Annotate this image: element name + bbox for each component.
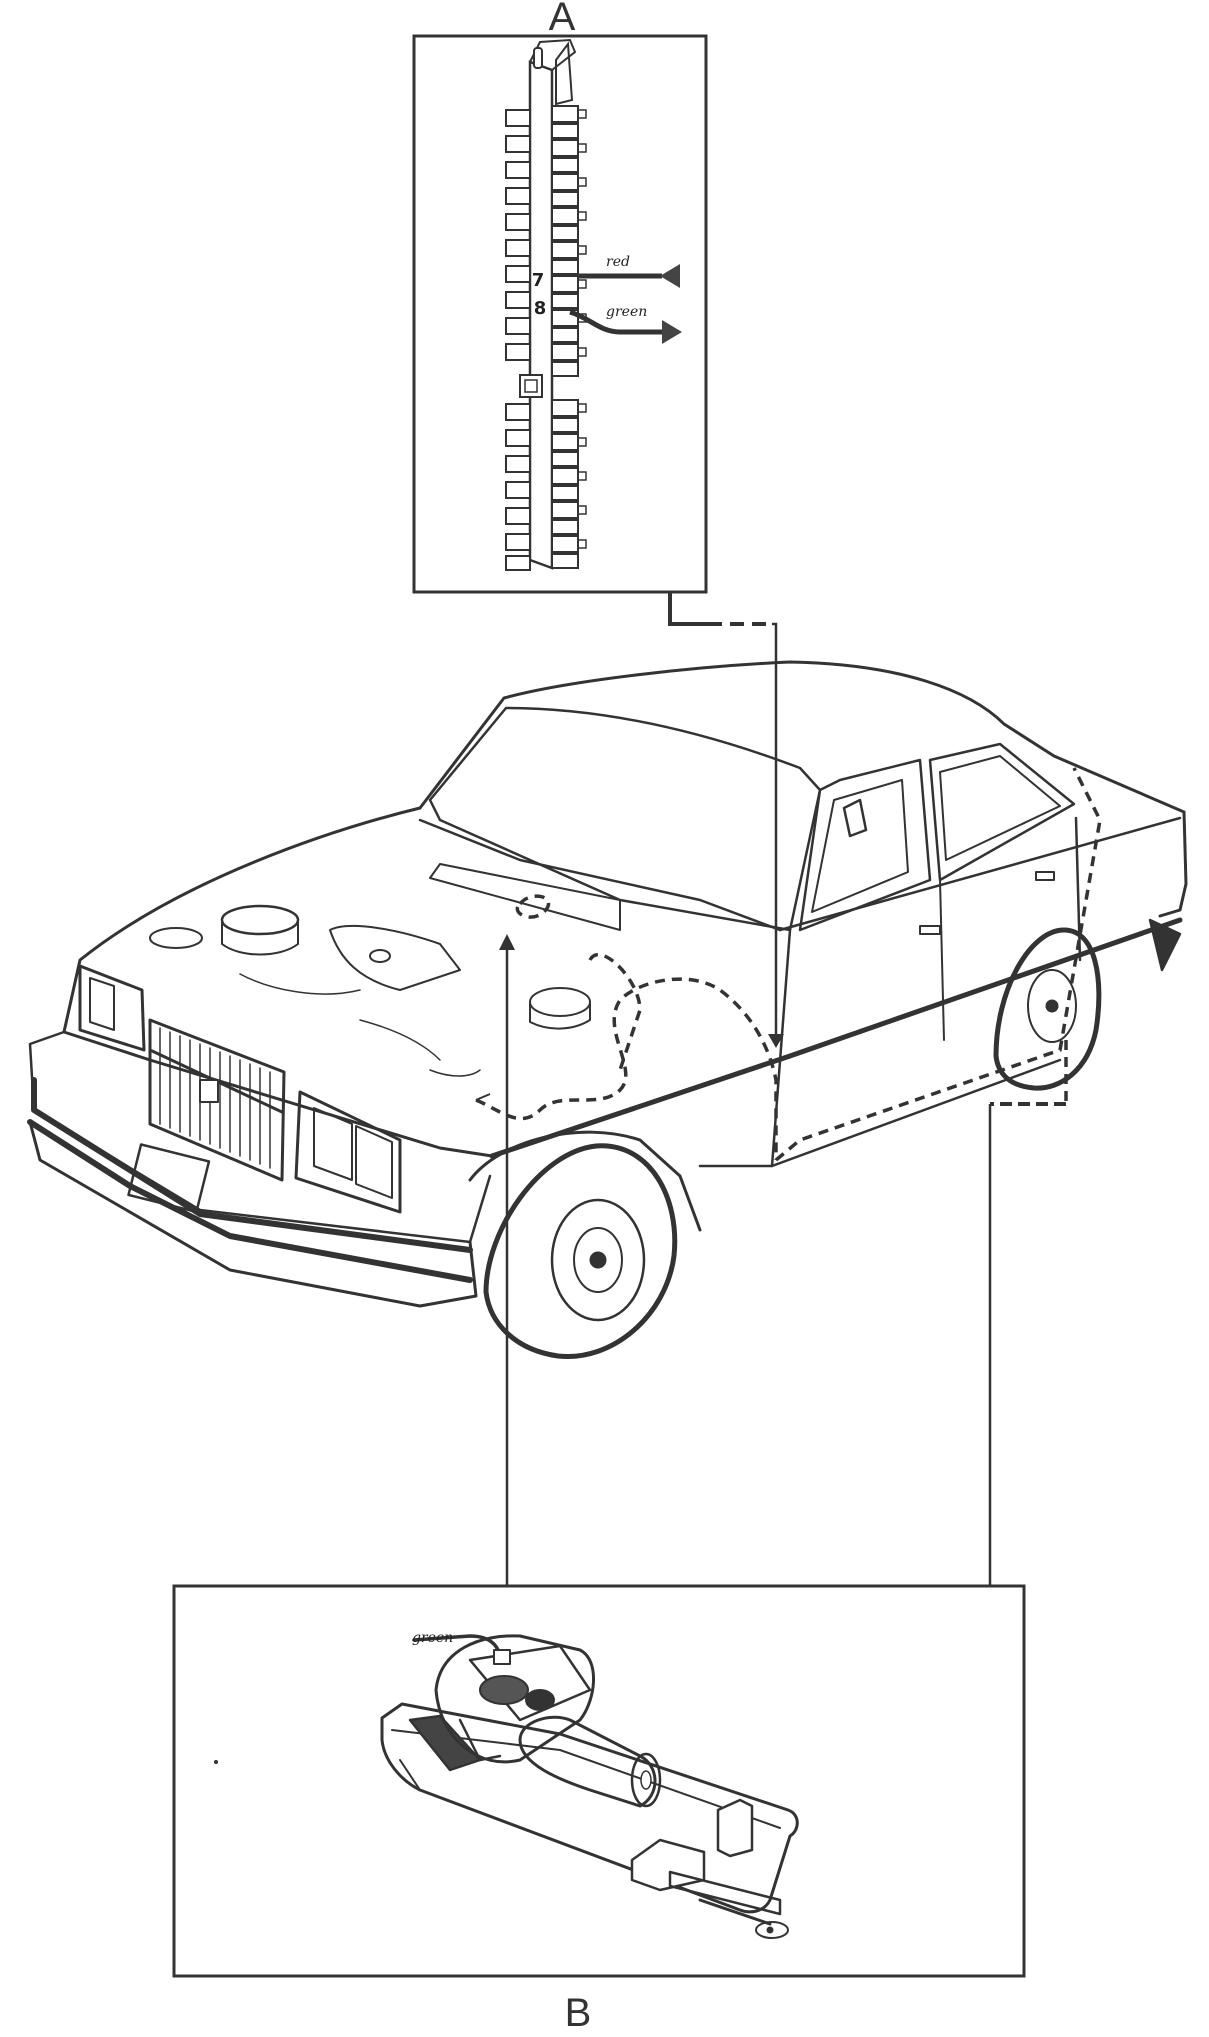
wire-green-a-label: green bbox=[606, 304, 647, 320]
brake-fluid-switch bbox=[380, 1634, 799, 1939]
red-wire bbox=[578, 264, 680, 288]
terminal-block bbox=[505, 38, 587, 571]
speck bbox=[214, 1760, 218, 1764]
triangle-arrow-left-icon bbox=[660, 264, 680, 288]
detail-b-frame bbox=[172, 1584, 1026, 1978]
triangle-arrow-right-icon bbox=[662, 320, 682, 344]
wire-red-label: red bbox=[606, 254, 630, 270]
detail-a-frame bbox=[412, 34, 708, 594]
detail-a: A bbox=[412, 0, 708, 594]
connector-a bbox=[668, 592, 784, 1048]
connector-b-right bbox=[988, 1040, 1068, 1586]
detail-b-label: B bbox=[565, 1991, 592, 2035]
green-wire-a bbox=[569, 309, 682, 344]
detail-b: B bbox=[172, 1584, 1026, 2035]
car-illustration bbox=[27, 660, 1188, 1360]
terminal-7-label: 7 bbox=[532, 270, 545, 291]
wire-green-b-label: green bbox=[412, 1630, 453, 1646]
detail-a-label: A bbox=[549, 0, 576, 39]
terminal-8-label: 8 bbox=[534, 298, 547, 319]
connector-b-left bbox=[475, 934, 515, 1586]
wiring-harness bbox=[475, 767, 1102, 1162]
